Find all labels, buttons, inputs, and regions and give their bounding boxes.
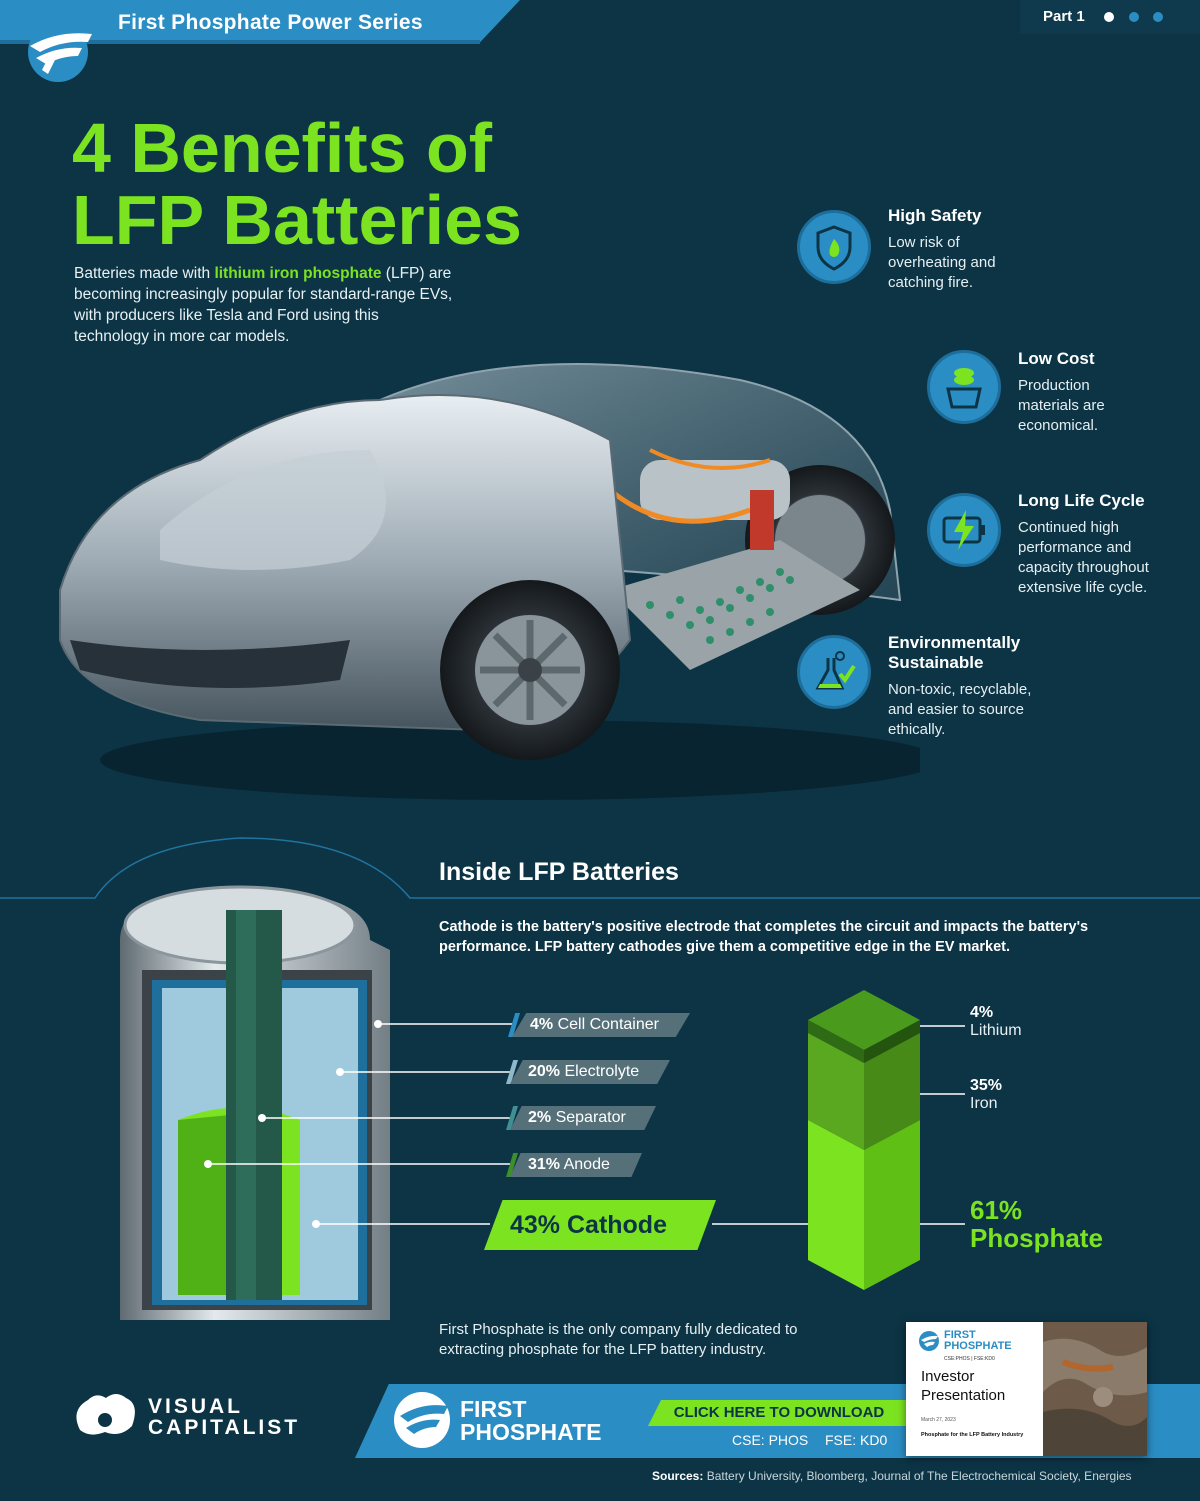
part-label: Part 1 (1043, 8, 1085, 25)
benefit-title-high-safety: High Safety (888, 206, 982, 225)
card-title-line-1: Investor (921, 1368, 975, 1385)
lithium-pct: 4% (970, 1004, 994, 1021)
pagination-dot-2[interactable] (1129, 12, 1139, 22)
battery-bolt-icon (927, 493, 1001, 567)
component-name: Electrolyte (564, 1063, 640, 1080)
phosphate-pct: 61% (970, 1195, 1023, 1225)
benefit-desc-long-life-cycle: Continued high performance and capacity … (1018, 519, 1149, 596)
sources-list: Battery University, Bloomberg, Journal o… (703, 1469, 1132, 1483)
page-title: 4 Benefits of LFP Batteries (72, 112, 632, 256)
intro-paragraph: Batteries made with lithium iron phospha… (74, 263, 454, 347)
card-title-line-2: Presentation (921, 1387, 1006, 1404)
component-pct: 31% (528, 1156, 561, 1173)
flask-leaf-check-icon (797, 635, 871, 709)
component-name: Separator (555, 1109, 626, 1126)
rock-sample-photo (1043, 1322, 1147, 1456)
card-brand: FIRST PHOSPHATE (944, 1330, 1012, 1352)
cathode-part-iron: 35% Iron (970, 1077, 1002, 1113)
fp-line-1: FIRST (460, 1396, 527, 1422)
sources-label: Sources: (652, 1469, 704, 1483)
card-date: March 27, 2023 (921, 1417, 956, 1423)
download-button[interactable]: CLICK HERE TO DOWNLOAD (648, 1400, 910, 1426)
vc-line-1: VISUAL (148, 1395, 244, 1418)
benefit-desc-environmentally-sustainable: Non-toxic, recyclable, and easier to sou… (888, 681, 1032, 738)
component-label-anode: 31% Anode (510, 1153, 642, 1177)
pagination-dot-1[interactable] (1104, 12, 1114, 22)
ticker-fse: FSE: KD0 (825, 1432, 888, 1448)
intro-text-start: Batteries made with (74, 265, 215, 282)
inside-section-description: Cathode is the battery's positive electr… (439, 919, 1089, 955)
sources-line: Sources: Battery University, Bloomberg, … (652, 1469, 1132, 1483)
phosphate-name: Phosphate (970, 1223, 1103, 1253)
ticker-cse: CSE: PHOS (732, 1432, 809, 1448)
series-title: First Phosphate Power Series (118, 11, 423, 34)
section-divider (0, 820, 1200, 910)
lithium-name: Lithium (970, 1022, 1022, 1039)
component-label-electrolyte: 20% Electrolyte (510, 1060, 670, 1084)
benefit-title-low-cost: Low Cost (1018, 349, 1095, 368)
component-name: Anode (563, 1156, 610, 1173)
card-brand-line-2: PHOSPHATE (944, 1340, 1012, 1352)
fp-line-2: PHOSPHATE (460, 1419, 602, 1445)
pagination-dot-3[interactable] (1153, 12, 1163, 22)
card-logo-icon (918, 1330, 940, 1352)
visual-capitalist-logo-icon (70, 1390, 140, 1440)
card-subtitle: Phosphate for the LFP Battery Industry (921, 1432, 1024, 1438)
card-ticker: CSE:PHOS | FSE:KD0 (944, 1356, 995, 1362)
visual-capitalist-wordmark: VISUAL CAPITALIST (148, 1396, 300, 1438)
coins-box-icon (927, 350, 1001, 424)
component-pct: 4% (530, 1016, 554, 1033)
intro-highlight: lithium iron phosphate (214, 265, 382, 282)
component-pct: 2% (528, 1109, 552, 1126)
card-brand-line-1: FIRST (944, 1329, 976, 1341)
component-label-separator: 2% Separator (510, 1106, 656, 1130)
component-pct: 20% (528, 1063, 561, 1080)
company-note: First Phosphate is the only company full… (439, 1321, 798, 1358)
benefit-desc-high-safety: Low risk of overheating and catching fir… (888, 234, 996, 291)
first-phosphate-wordmark: FIRST PHOSPHATE (460, 1398, 601, 1444)
cathode-part-phosphate: 61% Phosphate (970, 1196, 1103, 1252)
intro-text-end: (LFP) are becoming increasingly popular … (74, 265, 453, 345)
cathode-composition-bar (808, 990, 920, 1290)
cathode-label: 43% Cathode (484, 1200, 716, 1250)
component-label-cell-container: 4% Cell Container (512, 1013, 690, 1037)
first-phosphate-footer-logo-icon (392, 1390, 452, 1450)
benefit-desc-low-cost: Production materials are economical. (1018, 377, 1105, 434)
battery-cell-cutaway-illustration (100, 880, 420, 1340)
shield-fire-icon (797, 210, 871, 284)
inside-section-title: Inside LFP Batteries (439, 858, 679, 886)
series-banner-underline (0, 40, 480, 44)
iron-name: Iron (970, 1095, 998, 1112)
page-title-line-1: 4 Benefits of (72, 109, 493, 187)
page-title-line-2: LFP Batteries (72, 181, 522, 259)
component-name: Cell Container (557, 1016, 659, 1033)
vc-line-2: CAPITALIST (148, 1416, 301, 1439)
benefit-title-environmentally-sustainable: Environmentally Sustainable (888, 633, 1021, 672)
first-phosphate-logo-icon (18, 18, 100, 82)
card-title: Investor Presentation (921, 1367, 1005, 1405)
benefit-title-long-life-cycle: Long Life Cycle (1018, 491, 1145, 510)
ev-car-illustration (50, 340, 940, 810)
iron-pct: 35% (970, 1077, 1003, 1094)
cathode-part-lithium: 4% Lithium (970, 1004, 1022, 1040)
